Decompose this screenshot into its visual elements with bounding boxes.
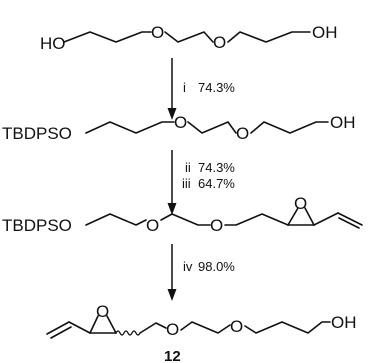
ether-oxygen-1: O	[146, 216, 159, 235]
step-yield-iii: 64.7%	[198, 176, 235, 191]
step-yield-ii: 74.3%	[198, 160, 235, 175]
molecule-triethylene-glycol: HO O O OH	[40, 23, 338, 53]
chain-bonds	[224, 213, 289, 226]
epoxide-oxygen: O	[96, 302, 109, 321]
reaction-arrow-2: ii 74.3% iii 64.7%	[167, 150, 235, 215]
step-label-i: i	[183, 80, 186, 95]
reaction-arrow-1: i 74.3%	[167, 58, 235, 120]
vinyl-bond	[68, 321, 91, 334]
step-yield-iv: 98.0%	[198, 259, 235, 274]
molecule-product-12: O O O OH 12	[46, 302, 357, 363]
ether-oxygen-1: O	[151, 23, 164, 42]
epoxide-ring-bond	[106, 315, 117, 334]
chain-bonds	[244, 321, 331, 334]
chain-bonds	[187, 121, 237, 134]
chain-bonds	[160, 213, 211, 226]
vinyl-double-bond	[338, 217, 360, 229]
ether-oxygen-2: O	[210, 216, 223, 235]
ether-oxygen-2: O	[230, 317, 243, 336]
ether-oxygen-2: O	[236, 124, 249, 143]
tbdpso-label: TBDPSO	[2, 124, 72, 143]
compound-number: 12	[164, 348, 181, 363]
vinyl-double-bond	[50, 326, 72, 339]
molecule-silyl-ether: TBDPSO O O OH	[2, 113, 356, 143]
step-label-iii: iii	[182, 176, 191, 191]
vinyl-bond	[313, 212, 339, 226]
chain-bonds	[85, 213, 147, 226]
wavy-stereo-bond	[115, 330, 141, 336]
epoxide-ring-bond	[287, 207, 299, 226]
step-label-ii: ii	[185, 160, 191, 175]
ether-oxygen-1: O	[174, 113, 187, 132]
hydroxyl-label: OH	[330, 113, 356, 132]
tbdpso-label: TBDPSO	[2, 216, 72, 235]
chain-bonds	[180, 321, 231, 334]
reaction-arrow-3: iv 98.0%	[167, 244, 235, 301]
molecule-vinyl-epoxide: TBDPSO O O O	[2, 194, 363, 235]
hydroxyl-label-left: HO	[40, 34, 66, 53]
chain-bonds	[139, 322, 167, 334]
epoxide-ring-bond	[89, 315, 99, 334]
vinyl-double-bond	[46, 321, 70, 335]
ether-oxygen-2: O	[213, 33, 226, 52]
chain-bonds	[250, 121, 329, 134]
step-label-iv: iv	[183, 259, 193, 274]
chain-bonds	[164, 31, 214, 43]
hydroxyl-label: OH	[331, 313, 357, 332]
vinyl-double-bond	[337, 212, 363, 226]
ether-oxygen-1: O	[166, 320, 179, 339]
chain-bonds	[227, 31, 311, 43]
epoxide-ring-bond	[304, 207, 315, 226]
epoxide-oxygen: O	[294, 194, 307, 213]
chain-bonds	[63, 31, 152, 43]
step-yield-i: 74.3%	[198, 80, 235, 95]
hydroxyl-label-right: OH	[312, 23, 338, 42]
chain-bonds	[85, 121, 175, 134]
